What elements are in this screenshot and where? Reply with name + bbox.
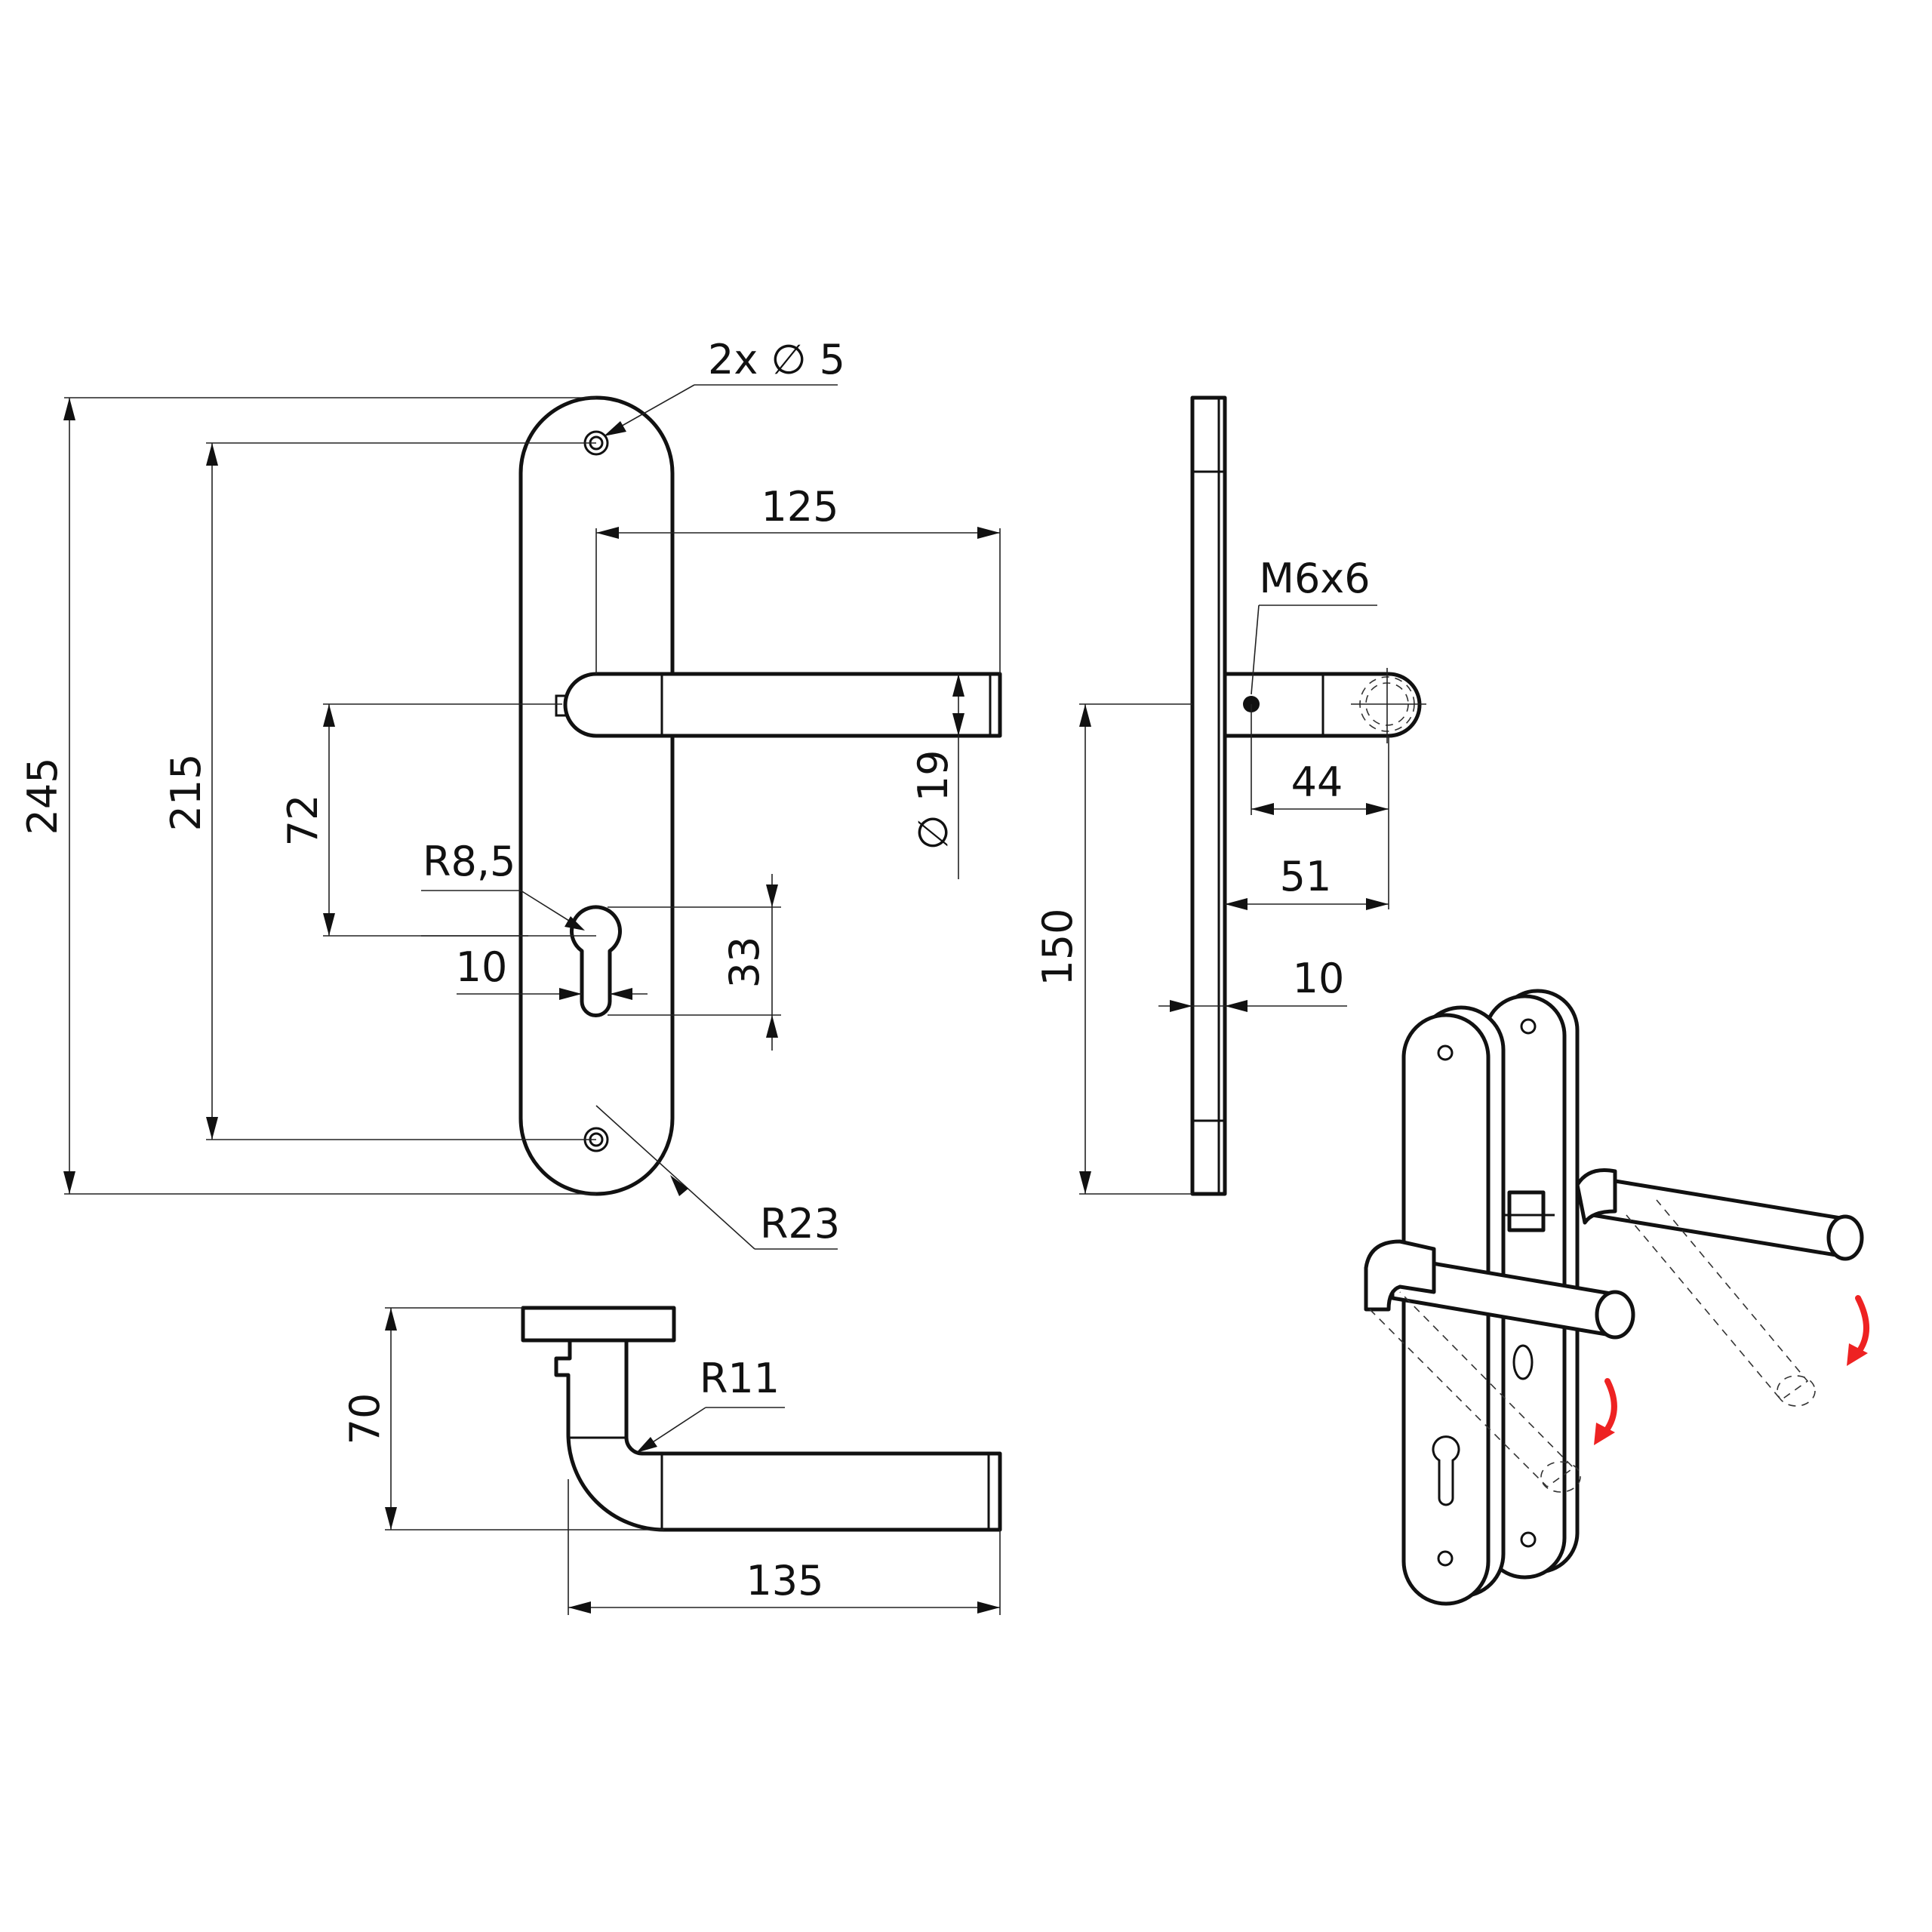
label-dia-19: ∅ 19 xyxy=(909,750,957,851)
label-r8-5: R8,5 xyxy=(423,838,515,885)
rotation-arrow-front xyxy=(1601,1378,1617,1437)
label-72: 72 xyxy=(279,795,327,847)
label-r11: R11 xyxy=(700,1355,780,1402)
label-125: 125 xyxy=(761,483,838,531)
front-lever-rotated xyxy=(1369,1291,1575,1488)
spindle xyxy=(1507,1190,1546,1232)
label-51: 51 xyxy=(1280,853,1332,900)
rear-lever xyxy=(1590,1175,1847,1259)
label-33: 33 xyxy=(721,937,768,989)
label-10-keyhole: 10 xyxy=(456,943,508,991)
front-keyhole xyxy=(1432,1435,1460,1506)
label-135: 135 xyxy=(746,1557,823,1604)
label-150: 150 xyxy=(1034,908,1081,986)
label-70: 70 xyxy=(341,1393,389,1445)
top-view: 70 R11 135 xyxy=(341,1306,1002,1615)
backplate-side xyxy=(1190,395,1227,1196)
label-215: 215 xyxy=(162,753,210,831)
label-245: 245 xyxy=(19,757,66,835)
rose-top xyxy=(521,1306,676,1343)
backplate-outline xyxy=(518,395,675,1196)
label-10-side: 10 xyxy=(1293,955,1345,1002)
side-view: M6x6 44 51 150 10 xyxy=(1034,395,1426,1196)
rotation-arrow-rear xyxy=(1854,1295,1869,1358)
isometric-view xyxy=(1364,989,1869,1606)
front-view: 2x ∅ 5 245 215 72 125 ∅ 19 R8,5 10 33 R2… xyxy=(19,336,1002,1250)
lever-top xyxy=(554,1338,1002,1532)
lever-front xyxy=(563,672,1002,738)
label-44: 44 xyxy=(1291,758,1343,806)
label-holes: 2x ∅ 5 xyxy=(708,336,845,383)
label-m6x6: M6x6 xyxy=(1259,555,1370,602)
label-r23: R23 xyxy=(760,1200,840,1247)
